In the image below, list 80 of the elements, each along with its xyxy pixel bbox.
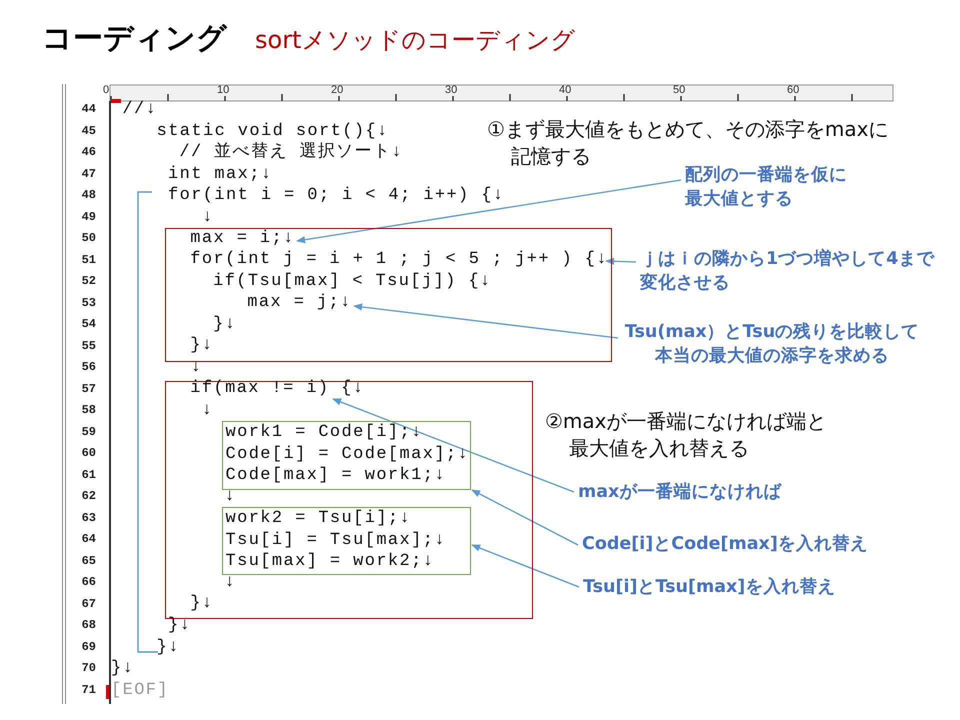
title: コーディング xyxy=(42,20,227,58)
line-number: 67 xyxy=(80,596,96,613)
leader-arrow xyxy=(332,398,574,493)
code-line: ↓ xyxy=(224,486,236,508)
code-line: static void sort(){↓ xyxy=(156,120,389,142)
code-line: if(Tsu[max] < Tsu[j]) {↓ xyxy=(213,270,492,292)
line-number: 70 xyxy=(80,660,96,678)
code-line: for(int j = i + 1 ; j < 5 ; j++ ) {↓ xyxy=(190,249,608,271)
code-line: }↓ xyxy=(213,314,236,336)
code-line: ↓ xyxy=(190,357,202,379)
line-number: 68 xyxy=(80,617,96,634)
callout-text: maxが一番端になければ xyxy=(578,480,838,504)
code-line: work1 = Code[i];↓ xyxy=(226,422,423,444)
line-number: 56 xyxy=(80,359,96,376)
leader-arrow xyxy=(471,489,578,546)
ruler-number: 10 xyxy=(217,84,230,96)
code-line: Code[i] = Code[max];↓ xyxy=(226,444,470,466)
line-number: 47 xyxy=(80,166,96,183)
callout-text: ｊはｉの隣から1づつ増やして4まで変化させる xyxy=(640,247,945,295)
highlight-box xyxy=(165,228,612,362)
code-line: }↓ xyxy=(190,593,214,615)
code-line: for(int i = 0; i < 4; i++) {↓ xyxy=(168,185,504,207)
code-line: }↓ xyxy=(168,615,192,637)
annotation-note: ②maxが一番端になければ端と最大値を入れ替える xyxy=(545,408,828,462)
leader-arrow xyxy=(353,303,618,339)
leader-arrow xyxy=(296,179,682,244)
code-line: Tsu[max] = work2;↓ xyxy=(226,551,434,573)
callout-text: Tsu[i]とTsu[max]を入れ替え xyxy=(583,575,913,599)
line-number: 45 xyxy=(80,122,96,140)
line-number: 57 xyxy=(80,380,96,398)
code-line: max = j;↓ xyxy=(247,292,352,314)
line-number: 64 xyxy=(80,531,96,548)
line-number: 49 xyxy=(80,208,96,226)
code-line: ↓ xyxy=(202,400,214,422)
ruler-number: 40 xyxy=(559,84,572,96)
callout-text: Tsu(max）とTsuの残りを比較して本当の最大値の添字を求める xyxy=(622,320,922,368)
line-number: 61 xyxy=(80,466,96,484)
subtitle: sortメソッドのコーディング xyxy=(255,25,576,56)
code-line: Code[max] = work1;↓ xyxy=(226,465,446,487)
ruler-number: 0 xyxy=(103,84,110,96)
line-number: 62 xyxy=(80,488,96,506)
line-number: 51 xyxy=(80,252,96,269)
code-line: Tsu[i] = Tsu[max];↓ xyxy=(226,530,446,552)
leader-arrow xyxy=(471,544,580,588)
line-number: 55 xyxy=(80,338,96,355)
code-line: ↓ xyxy=(202,206,214,228)
code-line: }↓ xyxy=(190,335,214,357)
line-number: 46 xyxy=(80,144,96,162)
code-line: // 並べ替え 選択ソート↓ xyxy=(179,142,403,164)
code-line: if(max != i) {↓ xyxy=(190,378,364,400)
highlight-box xyxy=(222,421,471,490)
end-of-file-marker: [EOF] xyxy=(111,680,170,702)
line-number: 54 xyxy=(80,316,96,334)
line-number: 50 xyxy=(80,230,96,248)
leader-arrow xyxy=(605,258,636,265)
line-number: 58 xyxy=(80,402,96,420)
line-number: 63 xyxy=(80,510,96,527)
line-number: 52 xyxy=(80,273,96,290)
line-number: 59 xyxy=(80,424,96,441)
ruler-number: 20 xyxy=(331,84,344,96)
line-number: 60 xyxy=(80,445,96,462)
line-number: 66 xyxy=(80,574,96,592)
callout-text: Code[i]とCode[max]を入れ替え xyxy=(582,532,912,556)
highlight-box xyxy=(222,507,471,575)
line-number: 69 xyxy=(80,638,96,656)
code-line: }↓ xyxy=(156,636,180,658)
code-line: int max;↓ xyxy=(168,164,272,186)
line-number: 48 xyxy=(80,187,96,204)
code-line: }↓ xyxy=(111,658,134,680)
line-number: 71 xyxy=(80,682,96,699)
code-line: max = i;↓ xyxy=(190,228,295,250)
line-number: 53 xyxy=(80,294,96,312)
line-number: 65 xyxy=(80,552,96,570)
ruler-number: 30 xyxy=(445,84,458,96)
ruler-number: 60 xyxy=(787,84,800,96)
ruler-number: 50 xyxy=(673,84,686,96)
code-line: work2 = Tsu[i];↓ xyxy=(226,508,412,530)
code-line: ↓ xyxy=(224,572,236,594)
code-line: //↓ xyxy=(122,99,158,121)
line-number: 44 xyxy=(80,101,96,118)
